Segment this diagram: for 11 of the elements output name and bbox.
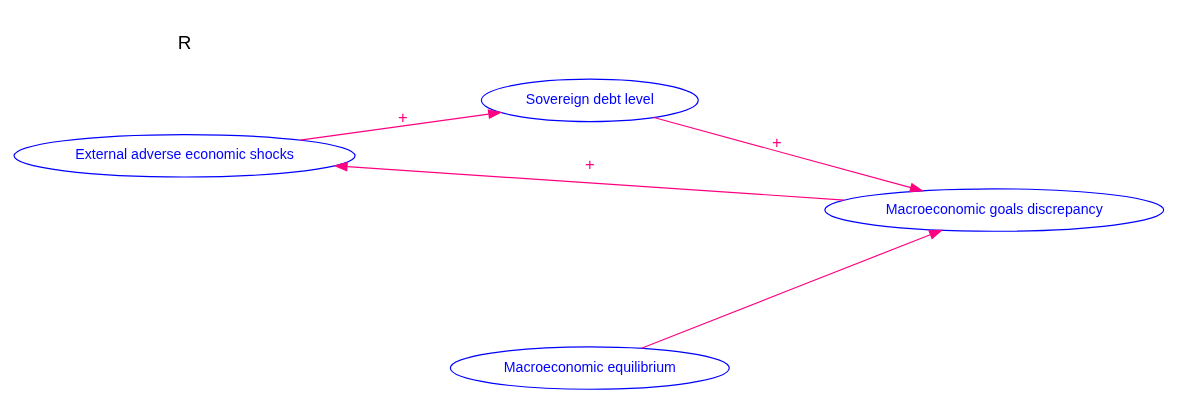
arrow — [299, 108, 503, 141]
node-ellipse: External adverse economic shocks — [13, 133, 356, 178]
edge-label: + — [397, 107, 408, 126]
label: R — [177, 31, 192, 53]
arrow — [653, 116, 924, 192]
node-ellipse: Macroeconomic goals discrepancy — [824, 187, 1165, 232]
arrow — [640, 229, 944, 349]
edge-label: + — [585, 154, 595, 173]
node-ellipse: Macroeconomic equilibrium — [449, 345, 730, 390]
edge-label: + — [772, 132, 782, 151]
arrow — [333, 161, 845, 201]
